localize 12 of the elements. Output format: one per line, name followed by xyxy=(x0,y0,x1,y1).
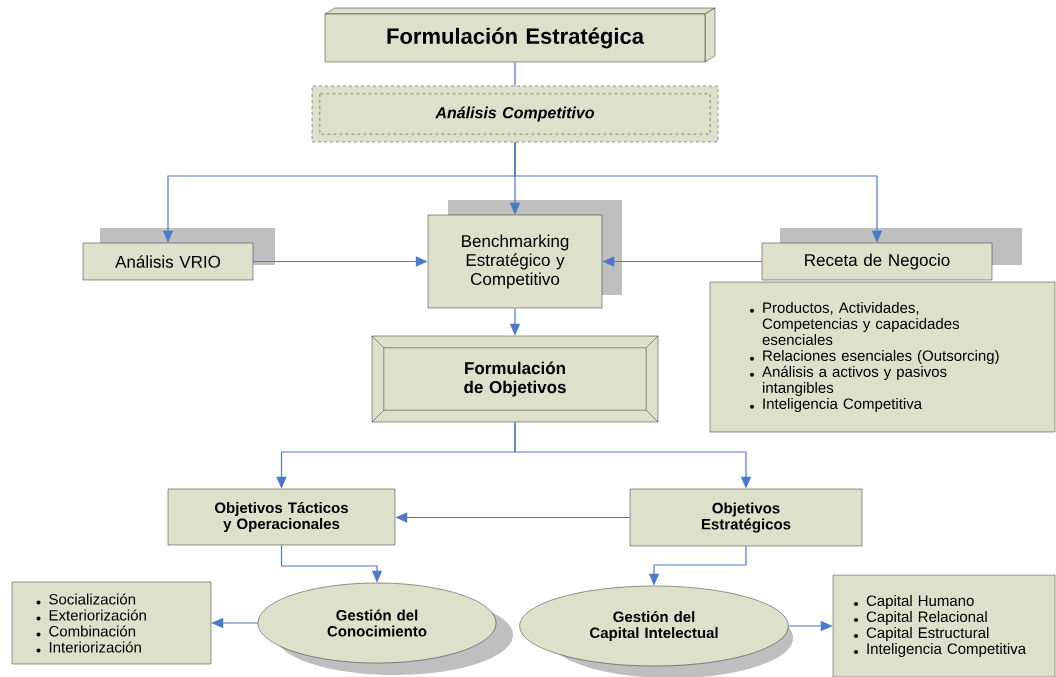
bullet-list-box: Socialización Exteriorización Combinación Interiorización xyxy=(11,581,212,665)
process-box: Objetivos Estratégicos xyxy=(629,488,863,547)
bevel-box: Formulación de Objetivos xyxy=(371,335,659,423)
dashed-box: Análisis Competitivo xyxy=(311,85,719,143)
process-box: Benchmarking Estratégico y Competitivo xyxy=(427,200,622,309)
process-box: Análisis VRIO xyxy=(82,228,275,281)
title-box: Formulación Estratégica xyxy=(324,7,716,63)
ellipse-node: Gestión del Capital Intelectual xyxy=(519,585,793,677)
bullet-list-box: Capital Humano Capital Relacional Capital Estructural Inteligencia Competitiva xyxy=(832,574,1056,677)
process-box: Receta de Negocio xyxy=(761,228,1022,281)
process-box: Objetivos Tácticos y Operacionales xyxy=(167,488,396,546)
ellipse-node: Gestión del Conocimiento xyxy=(257,582,513,675)
